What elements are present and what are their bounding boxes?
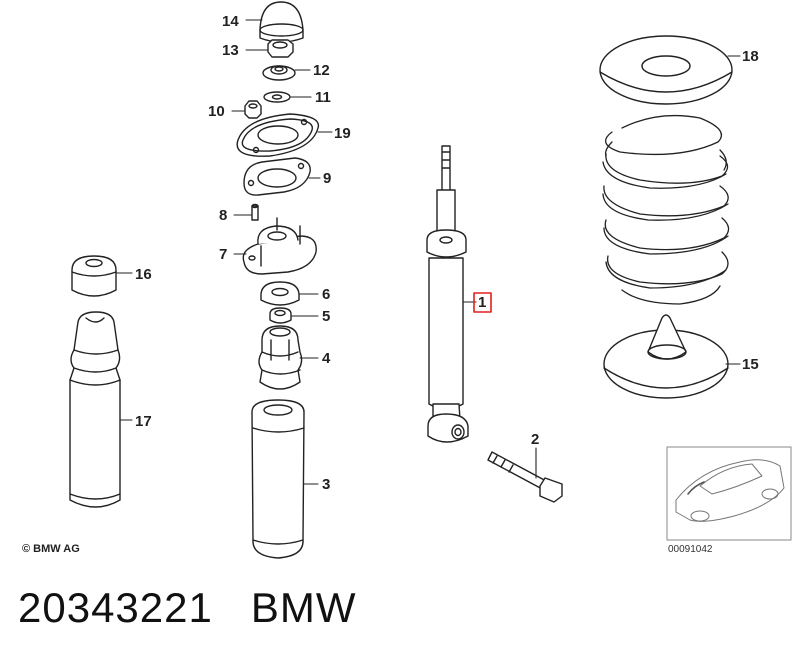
callout-2: 2 xyxy=(531,431,539,448)
image-number: 00091042 xyxy=(668,544,713,555)
callout-5: 5 xyxy=(322,308,330,325)
part-11-washer xyxy=(263,91,291,103)
callout-14: 14 xyxy=(222,13,239,30)
callout-10: 10 xyxy=(208,103,225,120)
copyright-notice: © BMW AG xyxy=(22,543,80,555)
callout-12: 12 xyxy=(313,62,330,79)
part-12-washer xyxy=(262,65,296,81)
part-14-cap xyxy=(259,1,304,43)
part-3-protection-tube xyxy=(251,399,305,559)
part-19-gasket xyxy=(236,113,320,157)
part-5-bushing xyxy=(269,307,292,324)
part-4-bump-stop xyxy=(258,325,303,390)
part-13-nut xyxy=(267,39,294,58)
part-16-cap xyxy=(71,255,117,297)
part-6-washer xyxy=(260,281,300,306)
callout-4: 4 xyxy=(322,350,331,367)
part-7-upper-mount xyxy=(242,217,317,275)
callout-3: 3 xyxy=(322,476,330,493)
part-caption: 20343221 BMW xyxy=(18,584,357,632)
callout-16: 16 xyxy=(135,266,152,283)
part-1-shock-absorber xyxy=(426,145,469,443)
callout-9: 9 xyxy=(323,170,331,187)
callout-1: 1 xyxy=(478,294,486,311)
callout-7: 7 xyxy=(219,246,227,263)
part-18-spring-seat xyxy=(599,35,733,105)
leader-lines xyxy=(115,19,741,485)
part-17-boot xyxy=(69,311,121,508)
brand-name: BMW xyxy=(250,584,357,631)
callout-15: 15 xyxy=(742,356,759,373)
callout-11: 11 xyxy=(315,89,331,106)
part-8-bolt xyxy=(251,203,259,221)
part-2-bolt xyxy=(487,451,563,503)
coil-spring xyxy=(602,114,730,305)
vehicle-thumbnail xyxy=(666,446,792,541)
highlight-box-part-1 xyxy=(473,292,492,313)
callout-18: 18 xyxy=(742,48,759,65)
callout-13: 13 xyxy=(222,42,239,59)
callout-17: 17 xyxy=(135,413,152,430)
part-number: 20343221 xyxy=(18,584,213,631)
callout-6: 6 xyxy=(322,286,330,303)
part-15-spring-pad xyxy=(603,314,729,399)
part-9-plate xyxy=(243,157,311,196)
part-10-nut xyxy=(244,100,262,119)
callout-8: 8 xyxy=(219,207,227,224)
callout-19: 19 xyxy=(334,125,351,142)
